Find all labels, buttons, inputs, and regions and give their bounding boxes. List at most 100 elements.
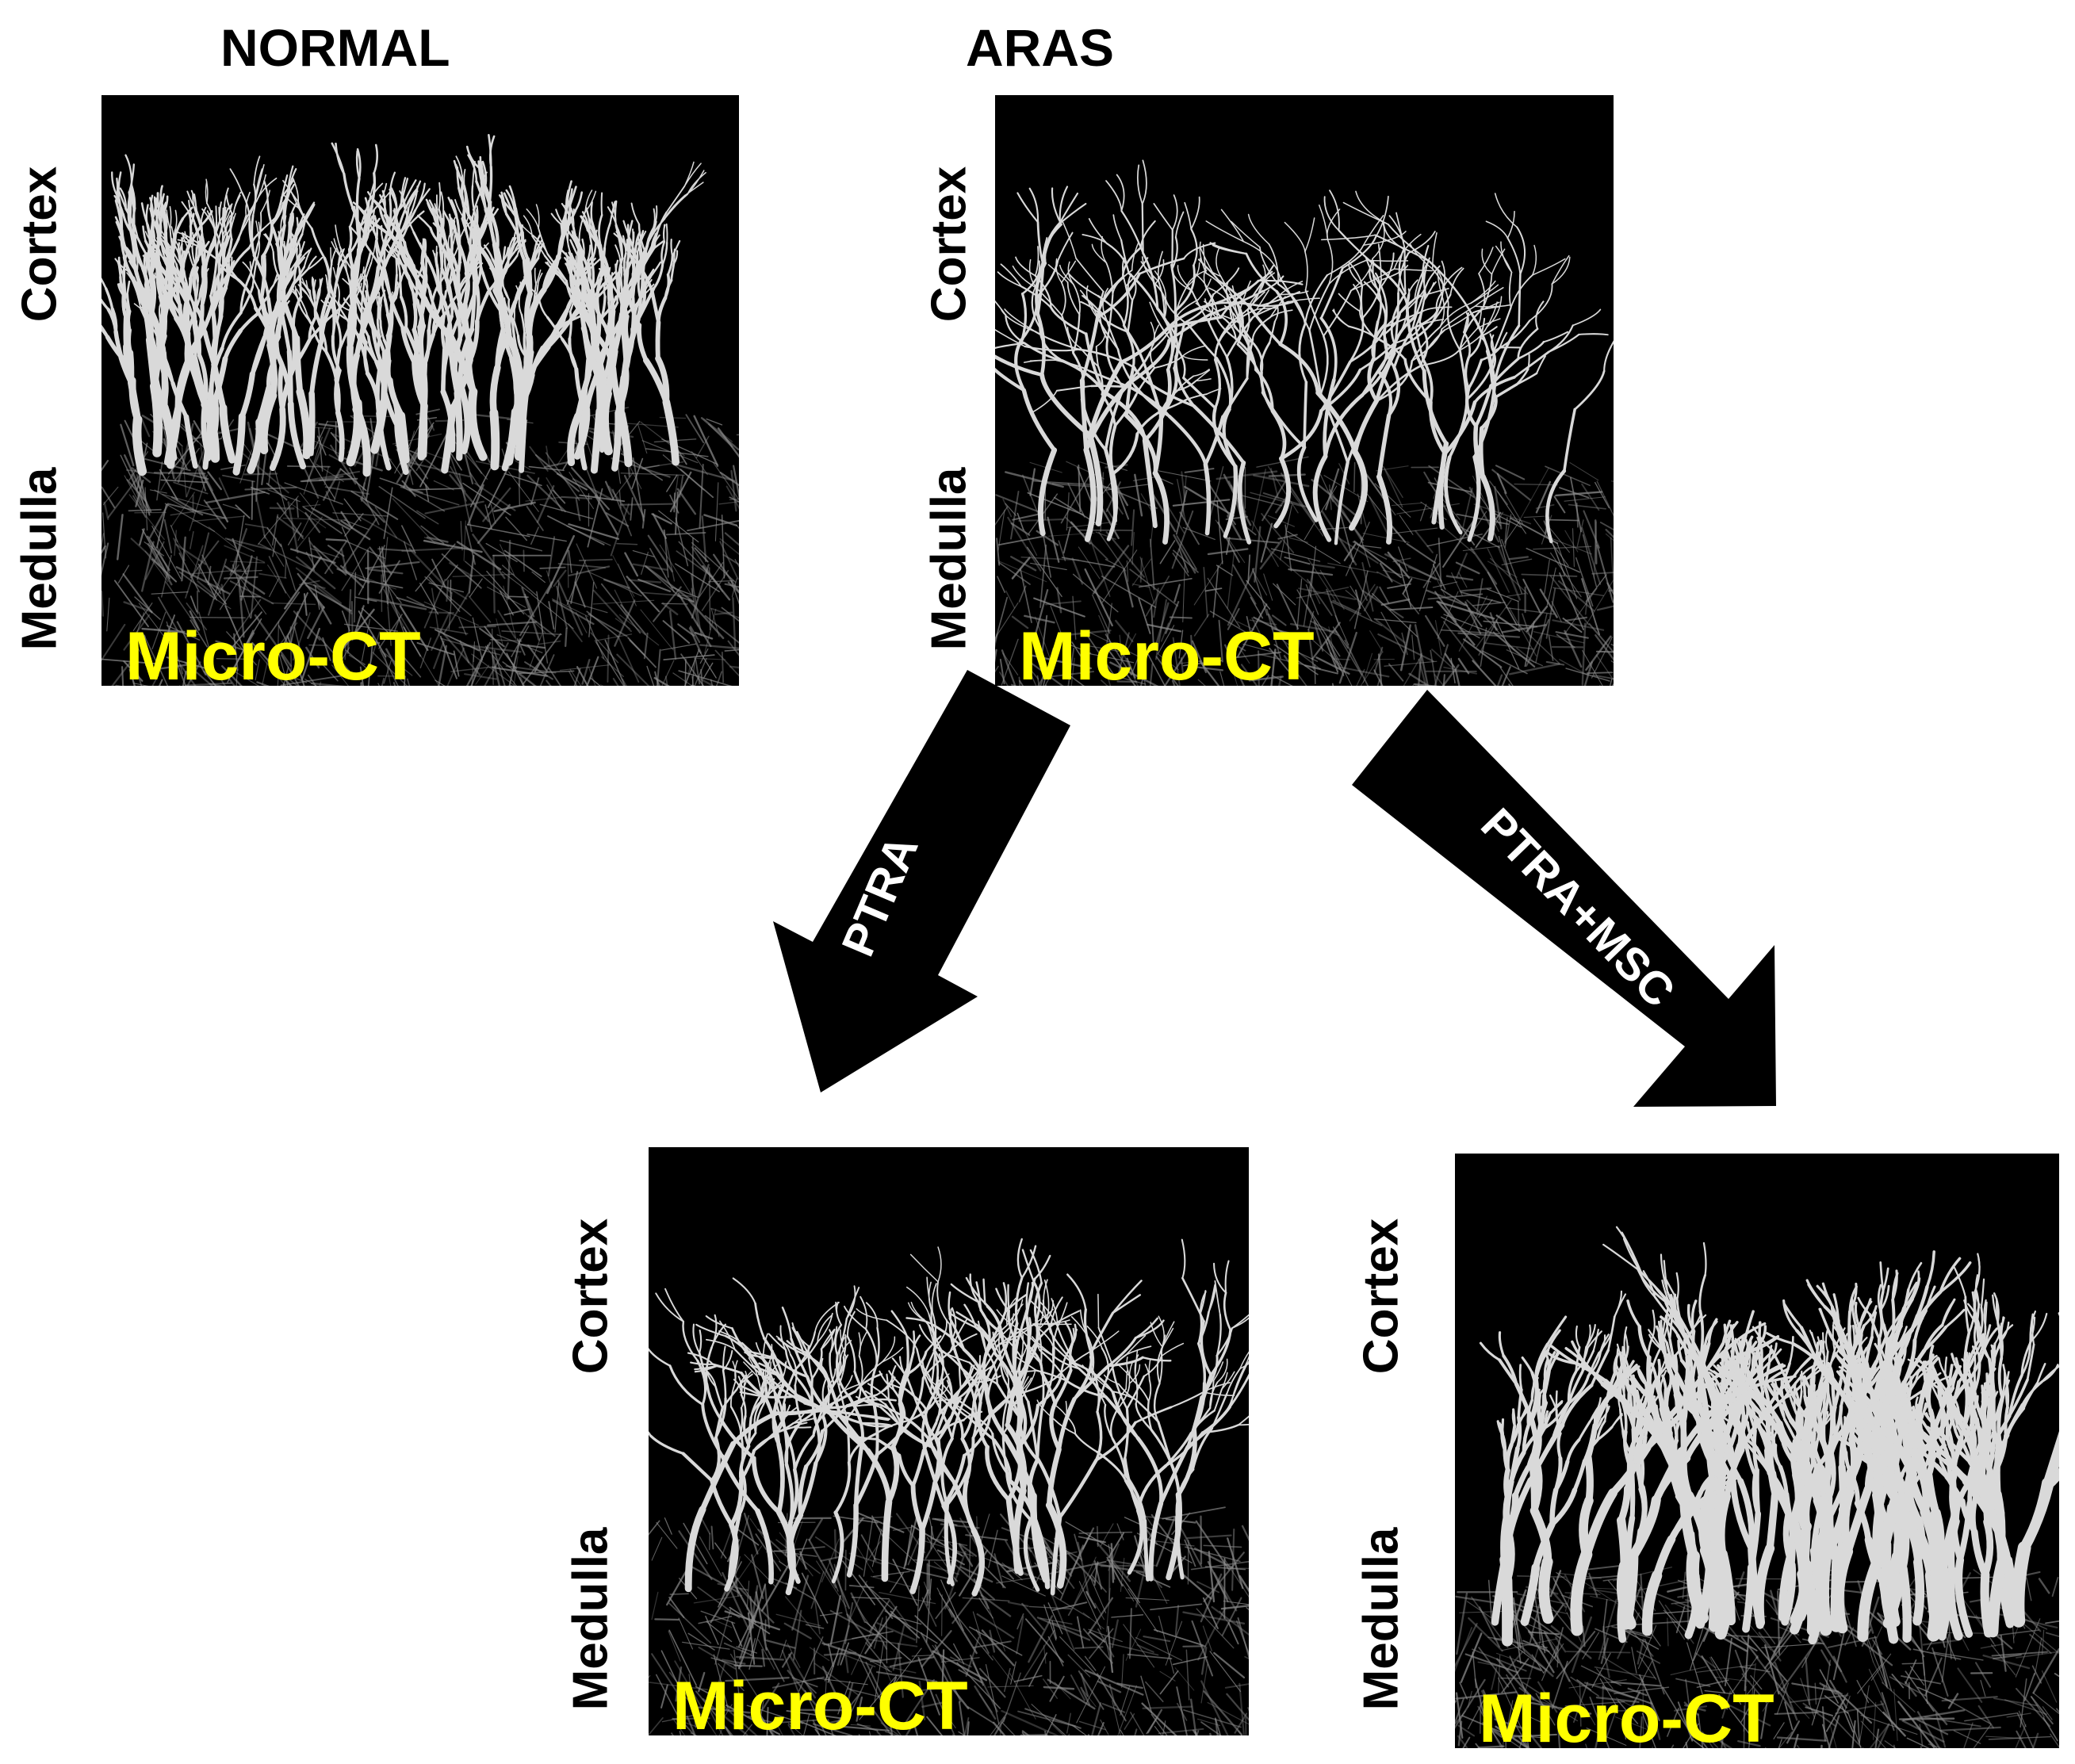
medulla-texture-line — [742, 1724, 752, 1735]
medulla-texture-line — [463, 520, 466, 561]
medulla-texture-line — [830, 1693, 861, 1731]
medulla-texture-line — [465, 641, 492, 686]
vessel-segment — [399, 295, 408, 330]
vessel-segment — [365, 371, 381, 415]
medulla-texture-line — [126, 479, 147, 503]
vessel-segment — [1346, 399, 1380, 464]
medulla-texture-line — [706, 418, 723, 426]
vessel-segment — [755, 1508, 774, 1585]
medulla-texture-line — [318, 427, 324, 472]
medulla-texture-line — [1182, 1611, 1246, 1624]
medulla-texture-line — [354, 605, 365, 635]
medulla-texture-line — [423, 601, 479, 626]
vessel-segment — [1195, 378, 1212, 382]
medulla-texture-line — [1134, 1728, 1138, 1735]
medulla-texture-line — [551, 598, 589, 617]
vessel-segment — [186, 352, 209, 408]
medulla-texture-line — [703, 662, 714, 679]
vessel-segment — [705, 1368, 717, 1387]
vessel-segment — [792, 1417, 816, 1425]
vessel-segment — [354, 290, 366, 311]
vessel-segment — [1578, 333, 1607, 335]
medulla-texture-line — [1097, 1525, 1099, 1548]
medulla-texture-line — [1550, 552, 1582, 598]
vessel-segment — [1188, 324, 1218, 360]
medulla-texture-line — [1287, 530, 1341, 564]
vessel-segment — [982, 1366, 992, 1386]
medulla-texture-line — [1175, 489, 1188, 535]
medulla-texture-line — [717, 1582, 748, 1591]
vessel-segment — [1040, 1361, 1055, 1410]
medulla-texture-line — [1564, 530, 1579, 553]
medulla-texture-line — [722, 553, 739, 566]
medulla-texture-line — [1280, 634, 1294, 656]
medulla-texture-line — [287, 501, 299, 553]
medulla-texture-line — [1605, 529, 1614, 538]
medulla-texture-line — [1564, 496, 1606, 502]
vessel-segment — [722, 1349, 733, 1372]
medulla-texture-line — [548, 601, 555, 630]
medulla-texture-line — [526, 505, 544, 531]
vessel-segment — [1177, 375, 1195, 392]
medulla-texture-line — [358, 638, 381, 645]
vessel-segment — [1088, 218, 1108, 245]
medulla-texture-line — [1003, 1667, 1011, 1693]
vessel-segment — [535, 269, 542, 286]
vessel-segment — [997, 1325, 1032, 1346]
medulla-texture-line — [467, 523, 530, 538]
vessel-segment — [1319, 266, 1344, 320]
medulla-texture-line — [1033, 597, 1085, 618]
vessel-segment — [270, 225, 281, 262]
medulla-texture-line — [203, 499, 227, 530]
medulla-texture-line — [1487, 572, 1518, 626]
vessel-segment — [622, 235, 627, 254]
medulla-texture-line — [1070, 1674, 1085, 1701]
vessel-segment — [619, 284, 628, 316]
vessel-segment — [1197, 278, 1212, 300]
medulla-texture-line — [569, 472, 595, 510]
medulla-texture-line — [1213, 1651, 1246, 1679]
vessel-segment — [1135, 1317, 1158, 1339]
vessel-segment — [186, 276, 193, 304]
vessel-segment — [1303, 381, 1308, 449]
medulla-texture-line — [1143, 1635, 1171, 1643]
medulla-texture-line — [687, 1632, 715, 1651]
vessel-segment — [995, 354, 1044, 377]
vessel-segment — [1424, 265, 1441, 293]
medulla-texture-line — [1158, 470, 1212, 482]
medulla-texture-line — [232, 564, 251, 619]
vessel-segment — [776, 1441, 785, 1515]
medulla-texture-line — [1021, 1602, 1045, 1631]
vessel-segment — [364, 265, 381, 312]
medulla-texture-line — [324, 486, 369, 496]
vessel-segment — [1174, 354, 1196, 408]
medulla-texture-line — [992, 1655, 1013, 1682]
medulla-texture-line — [294, 516, 323, 552]
vessel-segment — [1220, 209, 1245, 243]
medulla-texture-line — [1186, 1534, 1232, 1540]
vessel-segment — [1096, 272, 1141, 319]
medulla-texture-line — [1441, 629, 1500, 635]
vessel-segment — [1230, 301, 1242, 346]
vessel-segment — [126, 327, 133, 355]
vessel-segment — [583, 281, 599, 301]
medulla-texture-line — [496, 618, 503, 645]
vessel-segment — [1419, 319, 1445, 327]
vessel-segment — [1030, 1492, 1050, 1583]
vessel-segment — [1239, 1351, 1249, 1370]
medulla-texture-line — [1089, 1575, 1107, 1613]
medulla-texture-line — [1552, 587, 1604, 597]
vessel-segment — [348, 309, 360, 322]
vessel-segment — [1467, 358, 1483, 390]
vessel-segment — [1167, 415, 1208, 466]
vessel-segment — [301, 216, 307, 235]
medulla-texture-line — [450, 665, 497, 672]
vessel-segment — [1334, 461, 1350, 545]
medulla-texture-line — [1092, 545, 1130, 595]
medulla-texture-line — [1203, 1690, 1243, 1735]
vessel-segment — [1361, 278, 1383, 320]
medulla-texture-line — [694, 547, 709, 563]
vessel-segment — [730, 1411, 779, 1446]
vessel-segment — [1106, 243, 1130, 274]
medulla-texture-line — [882, 1665, 917, 1674]
